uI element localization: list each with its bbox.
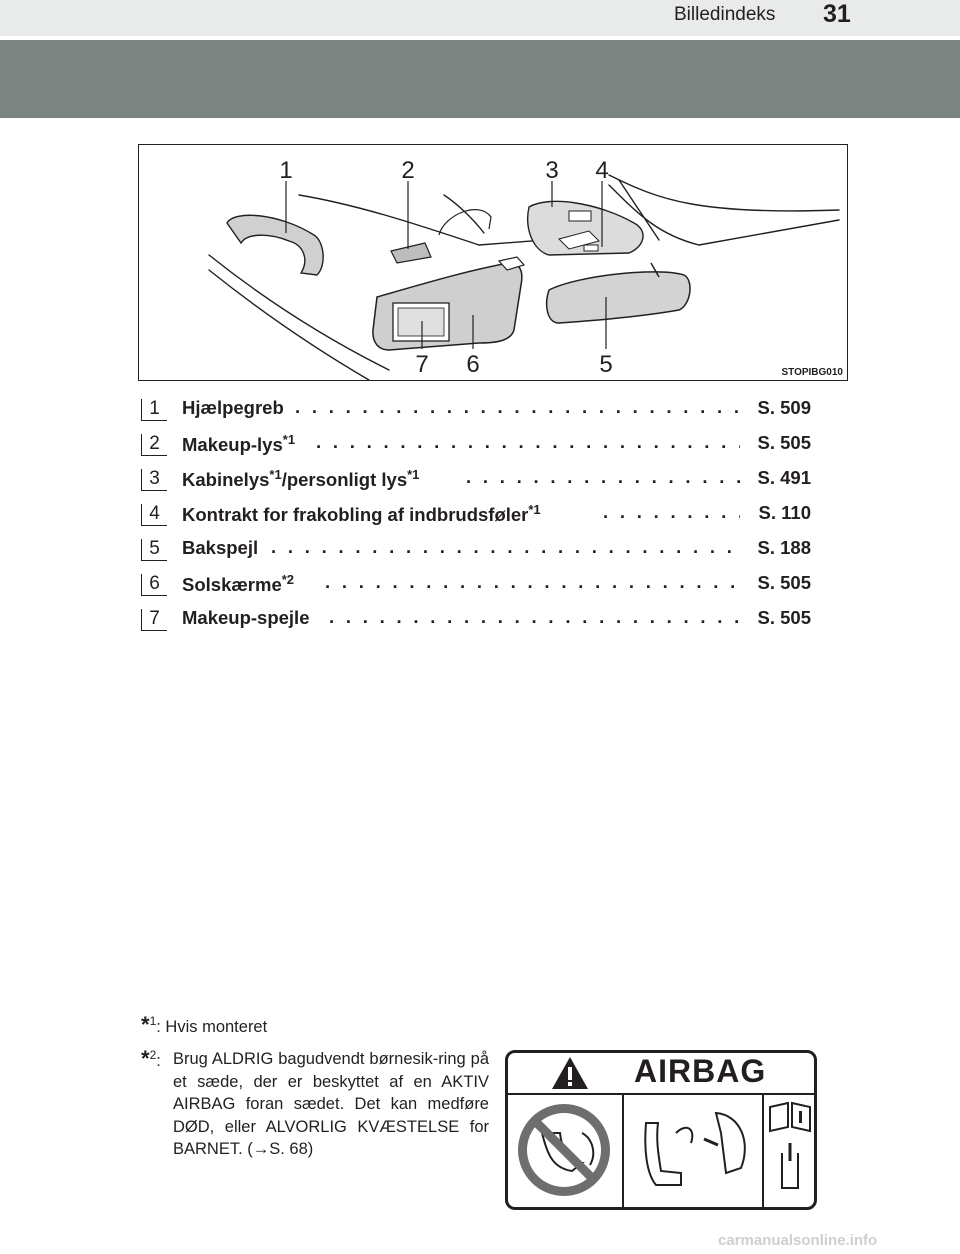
callout-1: 1 xyxy=(279,157,292,184)
item-number: 7 xyxy=(141,609,167,631)
page-reference: S. 509 xyxy=(757,397,812,418)
page-reference: S. 491 xyxy=(757,467,812,488)
manual-info-icon xyxy=(769,1101,811,1189)
item-label: Hjælpegreb xyxy=(182,397,284,418)
page-reference: S. 188 xyxy=(757,537,812,558)
page-reference: S. 505 xyxy=(757,432,812,453)
page-number: 31 xyxy=(823,0,851,28)
footnote-2-marker: *2: xyxy=(141,1046,161,1071)
page-reference: S. 110 xyxy=(758,502,811,523)
item-label: Kabinelys*1/personligt lys*1 xyxy=(182,467,420,490)
footnote-ref: *1 xyxy=(528,502,541,517)
header-section-title: Billedindeks xyxy=(674,4,776,25)
item-number: 2 xyxy=(141,434,167,456)
item-number: 4 xyxy=(141,504,167,526)
leader-dots: . . . . . . . . . . . . . . . . . . . . … xyxy=(603,501,740,522)
item-label: Makeup-spejle xyxy=(182,607,310,628)
footnote-1: *1: Hvis monteret xyxy=(141,1012,268,1037)
page-reference: S. 505 xyxy=(757,572,812,593)
index-item-6: 6 Solskærme*2 . . . . . . . . . . . . . … xyxy=(141,571,821,601)
airbag-label-text: AIRBAG xyxy=(634,1053,767,1089)
pictogram-divider xyxy=(762,1093,764,1207)
leader-dots: . . . . . . . . . . . . . . . . . . . . … xyxy=(325,571,740,592)
interior-illustration: 1 2 3 4 7 6 5 STOPIBG010 xyxy=(138,144,848,381)
item-label: Makeup-lys*1 xyxy=(182,432,296,455)
ceiling-drawing: 1 2 3 4 7 6 5 xyxy=(208,157,840,380)
leader-dots: . . . . . . . . . . . . . . . . . . . . … xyxy=(316,431,740,452)
airbag-header: AIRBAG xyxy=(508,1053,814,1095)
callout-5: 5 xyxy=(599,351,612,378)
watermark: carmanualsonline.info xyxy=(718,1232,878,1249)
makeup-light-shape xyxy=(390,242,432,264)
item-number: 1 xyxy=(141,399,167,421)
rearview-mirror-shape xyxy=(546,271,691,324)
item-label: Bakspejl xyxy=(182,537,259,558)
section-band xyxy=(0,40,960,118)
pictogram-divider xyxy=(622,1093,624,1207)
item-number: 3 xyxy=(141,469,167,491)
airbag-pictograms xyxy=(508,1093,814,1207)
item-number: 6 xyxy=(141,574,167,596)
index-item-5: 5 Bakspejl . . . . . . . . . . . . . . .… xyxy=(141,536,821,566)
leader-dots: . . . . . . . . . . . . . . . . . . . . … xyxy=(295,396,740,417)
callout-2: 2 xyxy=(401,157,414,184)
footnote-ref: *1 xyxy=(282,432,296,447)
no-rear-facing-seat-icon xyxy=(518,1104,610,1196)
index-item-1: 1 Hjælpegreb . . . . . . . . . . . . . .… xyxy=(141,396,821,426)
leader-dots: . . . . . . . . . . . . . . . . . . . . … xyxy=(271,536,740,557)
item-number: 5 xyxy=(141,539,167,561)
footnote-ref: *1 xyxy=(407,467,420,482)
cabin-light-shape xyxy=(527,200,644,256)
airbag-deploy-icon xyxy=(644,1111,746,1186)
leader-dots: . . . . . . . . . . . . . . . . . . . . … xyxy=(329,606,740,627)
header-bar xyxy=(0,0,960,36)
footnote-2-text: Brug ALDRIG bagudvendt børnesik-ring på … xyxy=(173,1050,489,1158)
airbag-warning-label: AIRBAG xyxy=(505,1050,817,1210)
warning-triangle-icon xyxy=(552,1057,588,1089)
index-item-3: 3 Kabinelys*1/personligt lys*1 . . . . .… xyxy=(141,466,821,496)
page-reference: S. 505 xyxy=(757,607,812,628)
item-label: Kontrakt for frakobling af indbrudsføler… xyxy=(182,502,541,525)
leader-dots: . . . . . . . . . . . . . . . . . . . . … xyxy=(466,466,740,487)
index-item-4: 4 Kontrakt for frakobling af indbrudsføl… xyxy=(141,501,821,531)
grab-handle-shape xyxy=(226,214,324,276)
item-label: Solskærme*2 xyxy=(182,572,295,595)
index-item-7: 7 Makeup-spejle . . . . . . . . . . . . … xyxy=(141,606,821,636)
callout-6: 6 xyxy=(466,351,479,378)
footnote-ref: *2 xyxy=(281,572,295,587)
index-item-2: 2 Makeup-lys*1 . . . . . . . . . . . . .… xyxy=(141,431,821,461)
figure-code: STOPIBG010 xyxy=(781,367,843,378)
footnote-ref: *1 xyxy=(269,467,282,482)
callout-4: 4 xyxy=(595,157,608,184)
callout-3: 3 xyxy=(545,157,558,184)
callout-7: 7 xyxy=(415,351,428,378)
